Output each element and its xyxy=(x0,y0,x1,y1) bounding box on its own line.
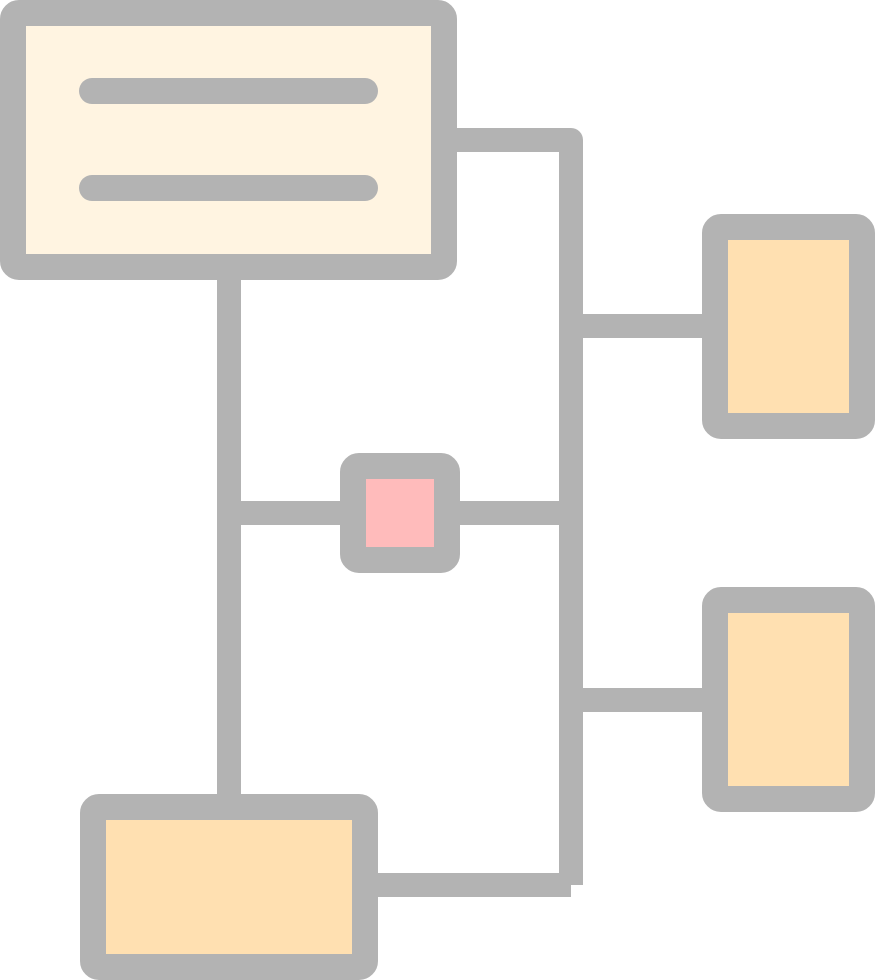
right-box-lower xyxy=(702,587,875,812)
top-box-frame xyxy=(0,0,457,280)
document-lines-icon xyxy=(79,78,378,201)
bottom-box xyxy=(80,794,378,980)
right-box-upper xyxy=(702,214,875,439)
junction-node-icon xyxy=(340,453,460,573)
connector-lines xyxy=(217,128,715,897)
top-box xyxy=(0,0,457,280)
edge-top-to-right-trunk xyxy=(445,128,583,885)
